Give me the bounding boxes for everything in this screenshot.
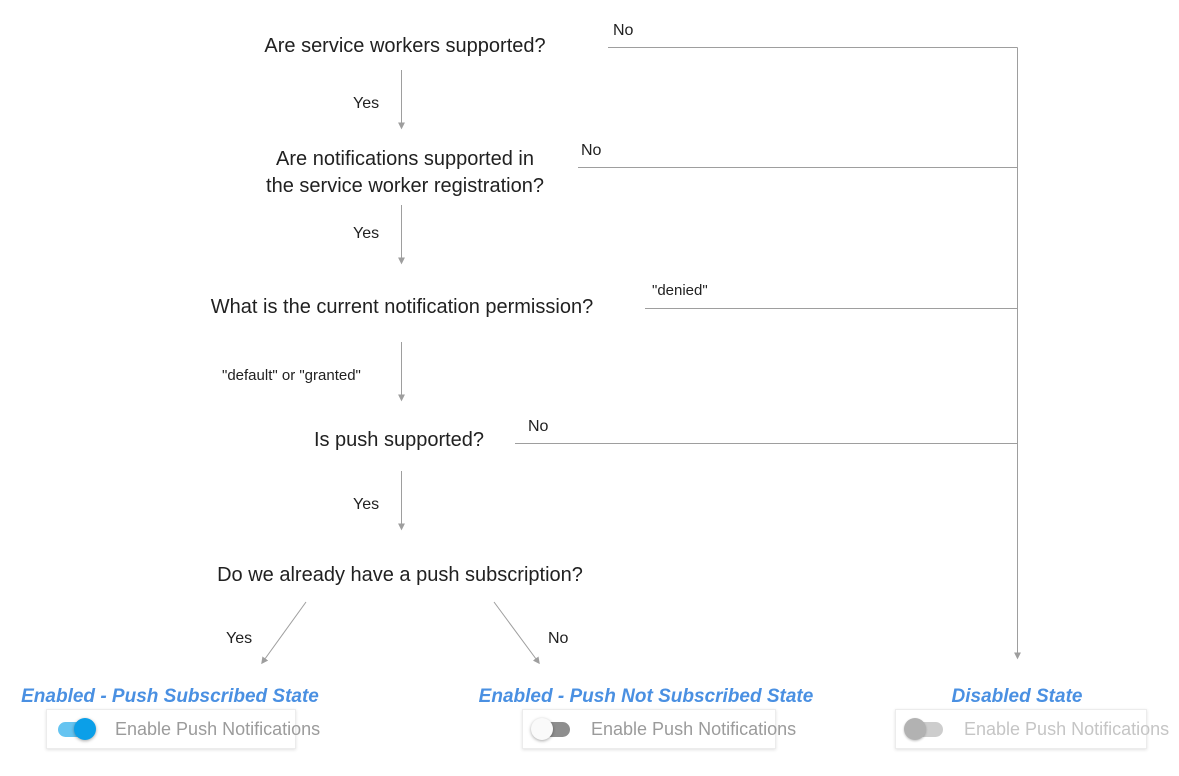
state-card-enabled-subscribed: Enable Push Notifications bbox=[46, 709, 320, 749]
toggle-label: Enable Push Notifications bbox=[591, 718, 797, 739]
edge-label-q3-denied: "denied" bbox=[652, 282, 708, 299]
state-card-disabled: Enable Push Notifications bbox=[895, 709, 1169, 749]
question-notification-permission: What is the current notification permiss… bbox=[210, 296, 594, 318]
state-title-disabled: Disabled State bbox=[951, 686, 1083, 707]
edge-label-q4-yes: Yes bbox=[353, 496, 380, 513]
question-notifications-supported: Are notifications supported in the servi… bbox=[266, 146, 544, 200]
edge-label-q3-default-or-granted: "default" or "granted" bbox=[222, 367, 361, 384]
question-existing-push-subscription: Do we already have a push subscription? bbox=[217, 564, 583, 586]
push-toggle-off[interactable] bbox=[531, 717, 573, 741]
edge-q5-yes-line bbox=[261, 601, 307, 665]
question-service-workers-supported: Are service workers supported? bbox=[264, 35, 546, 57]
edge-label-q1-no: No bbox=[613, 22, 634, 39]
toggle-knob bbox=[531, 718, 553, 740]
toggle-label: Enable Push Notifications bbox=[964, 718, 1170, 739]
edge-label-q2-yes: Yes bbox=[353, 225, 380, 242]
edge-q5-no-line bbox=[493, 601, 540, 665]
edge-label-q5-no: No bbox=[548, 630, 569, 647]
toggle-knob bbox=[904, 718, 926, 740]
question-push-supported: Is push supported? bbox=[313, 429, 485, 451]
toggle-label: Enable Push Notifications bbox=[115, 718, 321, 739]
edge-label-q5-yes: Yes bbox=[226, 630, 253, 647]
push-toggle-disabled[interactable] bbox=[904, 717, 946, 741]
state-card-enabled-not-subscribed: Enable Push Notifications bbox=[522, 709, 796, 749]
state-title-enabled-not-subscribed: Enabled - Push Not Subscribed State bbox=[478, 686, 814, 707]
edge-label-q2-no: No bbox=[581, 142, 602, 159]
push-toggle-on[interactable] bbox=[55, 717, 97, 741]
state-title-enabled-subscribed: Enabled - Push Subscribed State bbox=[21, 686, 319, 707]
question-notifications-supported-line2: the service worker registration? bbox=[266, 175, 544, 197]
question-notifications-supported-line1: Are notifications supported in bbox=[276, 148, 534, 170]
edge-label-q4-no: No bbox=[528, 418, 549, 435]
toggle-knob bbox=[74, 718, 96, 740]
edge-label-q1-yes: Yes bbox=[353, 95, 380, 112]
